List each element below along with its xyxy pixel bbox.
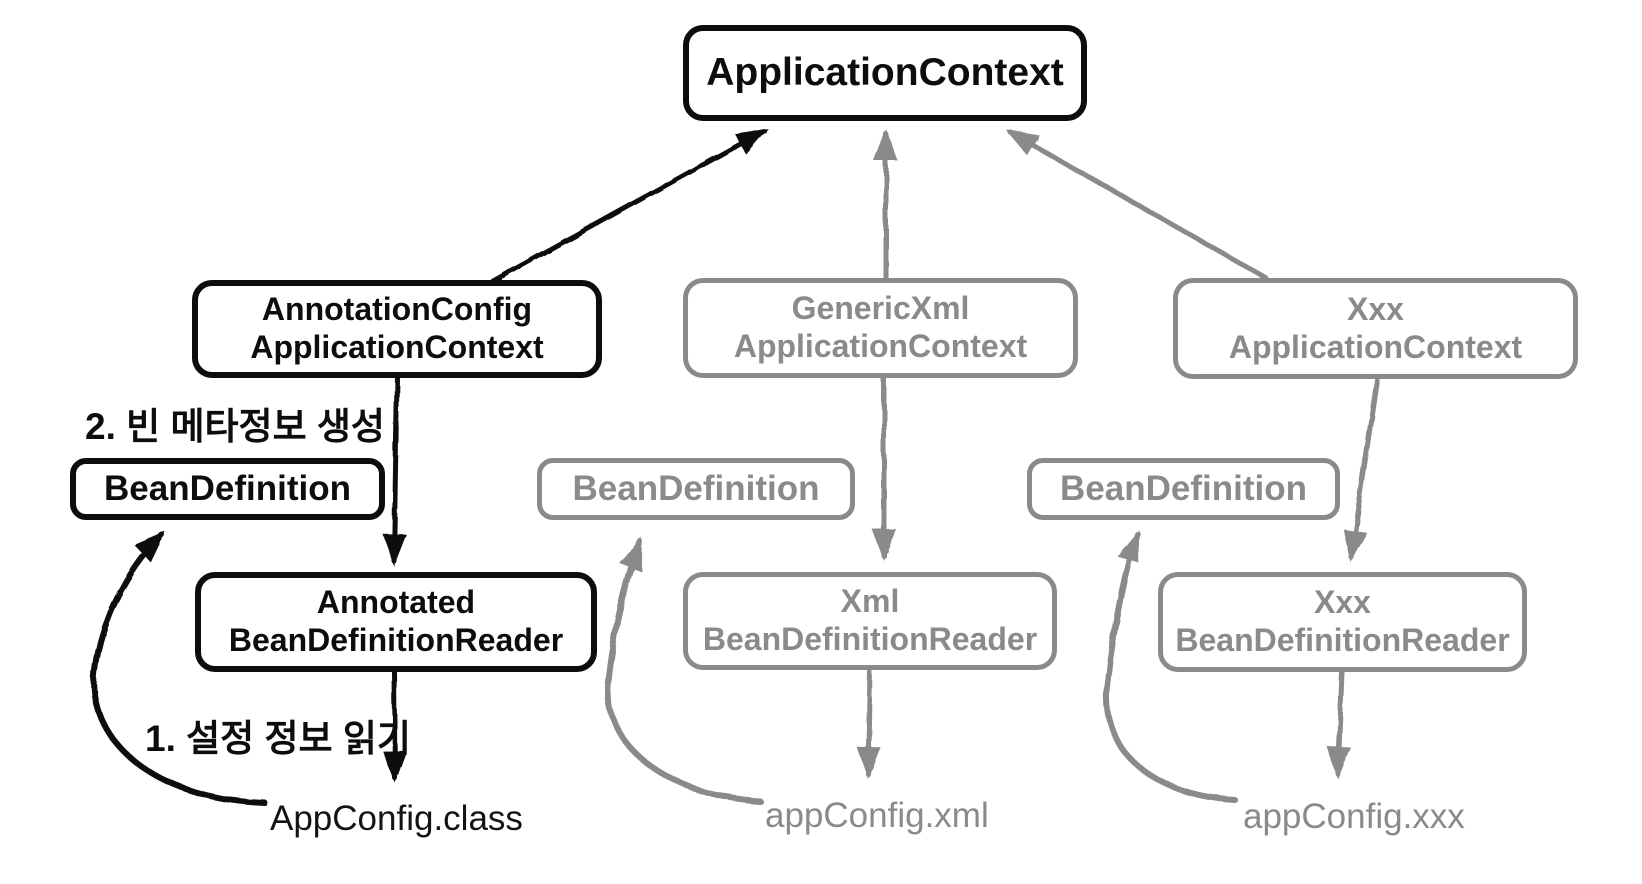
node-label: BeanDefinition xyxy=(104,469,351,509)
node-label-line1: GenericXml xyxy=(791,290,970,327)
node-xxx-beandefinitionreader: Xxx BeanDefinitionReader xyxy=(1158,572,1527,672)
node-xxx-applicationcontext: Xxx ApplicationContext xyxy=(1173,278,1578,379)
node-label: BeanDefinition xyxy=(572,469,820,509)
annotation-step2-create-bean-metadata: 2. 빈 메타정보 생성 xyxy=(85,406,385,447)
node-beandefinition-annotation: BeanDefinition xyxy=(70,458,385,520)
node-label-line2: BeanDefinitionReader xyxy=(1175,622,1510,658)
arrow-xmlreader-to-appconfigxml xyxy=(856,667,881,779)
node-genericxml-applicationcontext: GenericXml ApplicationContext xyxy=(683,278,1078,378)
annotation-step1-read-config: 1. 설정 정보 읽기 xyxy=(145,718,411,759)
arrow-annotationconfig-to-applicationcontext xyxy=(490,128,769,284)
node-label-line2: BeanDefinitionReader xyxy=(228,622,564,658)
node-label-line1: AnnotationConfig xyxy=(261,291,533,328)
node-label-line1: Xml xyxy=(840,583,900,620)
node-label: BeanDefinition xyxy=(1060,469,1307,509)
node-label: ApplicationContext xyxy=(706,50,1064,94)
node-annotated-beandefinitionreader: Annotated BeanDefinitionReader xyxy=(195,572,597,672)
arrow-appconfigxxx-to-beandefinition xyxy=(1103,529,1238,803)
node-annotationconfig-applicationcontext: AnnotationConfig ApplicationContext xyxy=(192,280,602,378)
node-label-line1: Xxx xyxy=(1314,584,1371,621)
node-label-line2: BeanDefinitionReader xyxy=(702,621,1038,657)
node-xml-beandefinitionreader: Xml BeanDefinitionReader xyxy=(683,572,1057,670)
arrow-xxxcontext-to-xxxreader xyxy=(1343,377,1380,562)
arrow-xxxcontext-to-applicationcontext xyxy=(1005,129,1269,281)
label-appconfig-xxx: appConfig.xxx xyxy=(1243,797,1465,836)
node-label-line1: Xxx xyxy=(1347,290,1404,327)
arrow-annotatedreader-to-appconfigclass xyxy=(382,669,407,783)
node-application-context: ApplicationContext xyxy=(683,25,1087,121)
arrow-appconfigxml-to-beandefinition xyxy=(604,537,763,804)
node-beandefinition-xxx: BeanDefinition xyxy=(1027,458,1340,520)
node-label-line2: ApplicationContext xyxy=(250,329,544,365)
arrow-appconfigclass-to-beandefinition xyxy=(91,531,268,806)
node-beandefinition-xml: BeanDefinition xyxy=(537,458,855,520)
arrow-annotationconfig-to-annotatedreader xyxy=(382,375,407,566)
node-label-line2: ApplicationContext xyxy=(1228,328,1523,365)
node-label-line1: Annotated xyxy=(316,584,476,621)
label-appconfig-xml: appConfig.xml xyxy=(765,796,989,835)
label-appconfig-class: AppConfig.class xyxy=(270,799,523,838)
arrow-xxxreader-to-appconfigxxx xyxy=(1327,669,1352,779)
node-label-line2: ApplicationContext xyxy=(733,328,1028,364)
